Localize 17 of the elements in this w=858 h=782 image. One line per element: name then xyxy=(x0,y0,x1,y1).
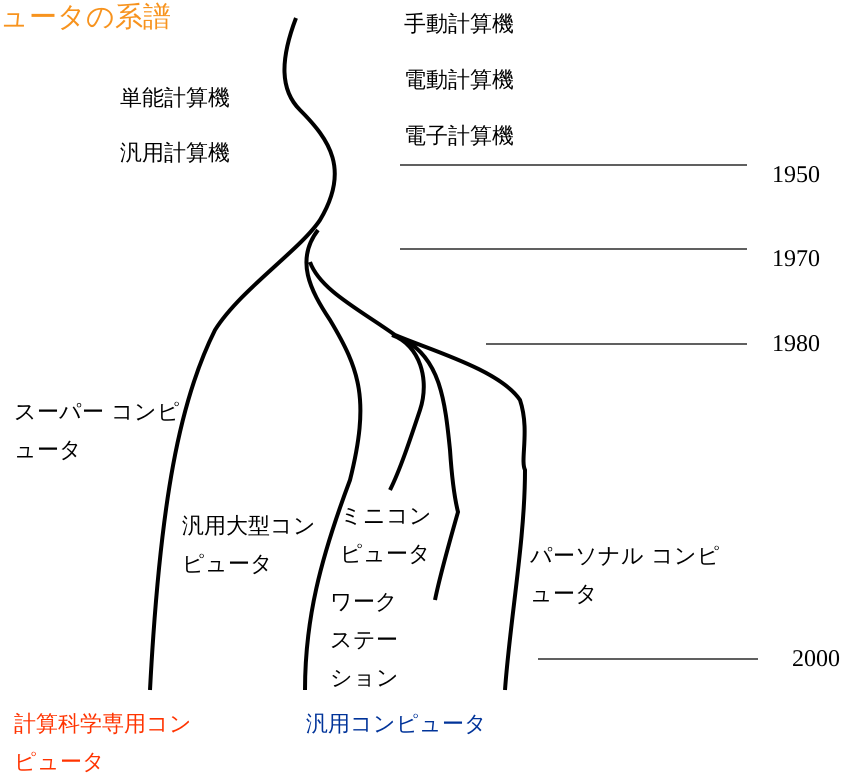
branch-label: パーソナル コンピュータ xyxy=(530,543,720,609)
category-label: 汎用コンピュータ xyxy=(306,711,488,739)
branch-label: 汎用大型コンピュータ xyxy=(182,513,317,579)
branch-label: 汎用計算機 xyxy=(120,140,231,168)
branch-label: ミニコンピュータ xyxy=(340,503,433,569)
branch-label: ワークステーション xyxy=(330,589,400,693)
period-label: 手動計算機 xyxy=(404,11,515,39)
period-label: 電子計算機 xyxy=(404,123,515,151)
category-label: 計算科学専用コンピュータ xyxy=(14,711,193,777)
branch-label: スーパー コンピュータ xyxy=(14,399,181,465)
branch-label: 単能計算機 xyxy=(120,85,231,113)
year-label: 1980 xyxy=(772,330,821,359)
year-label: 1950 xyxy=(772,161,821,190)
year-label: 1970 xyxy=(772,245,821,274)
period-label: 電動計算機 xyxy=(404,67,515,95)
year-label: 2000 xyxy=(792,645,841,674)
title: ュータの系譜 xyxy=(0,0,171,35)
